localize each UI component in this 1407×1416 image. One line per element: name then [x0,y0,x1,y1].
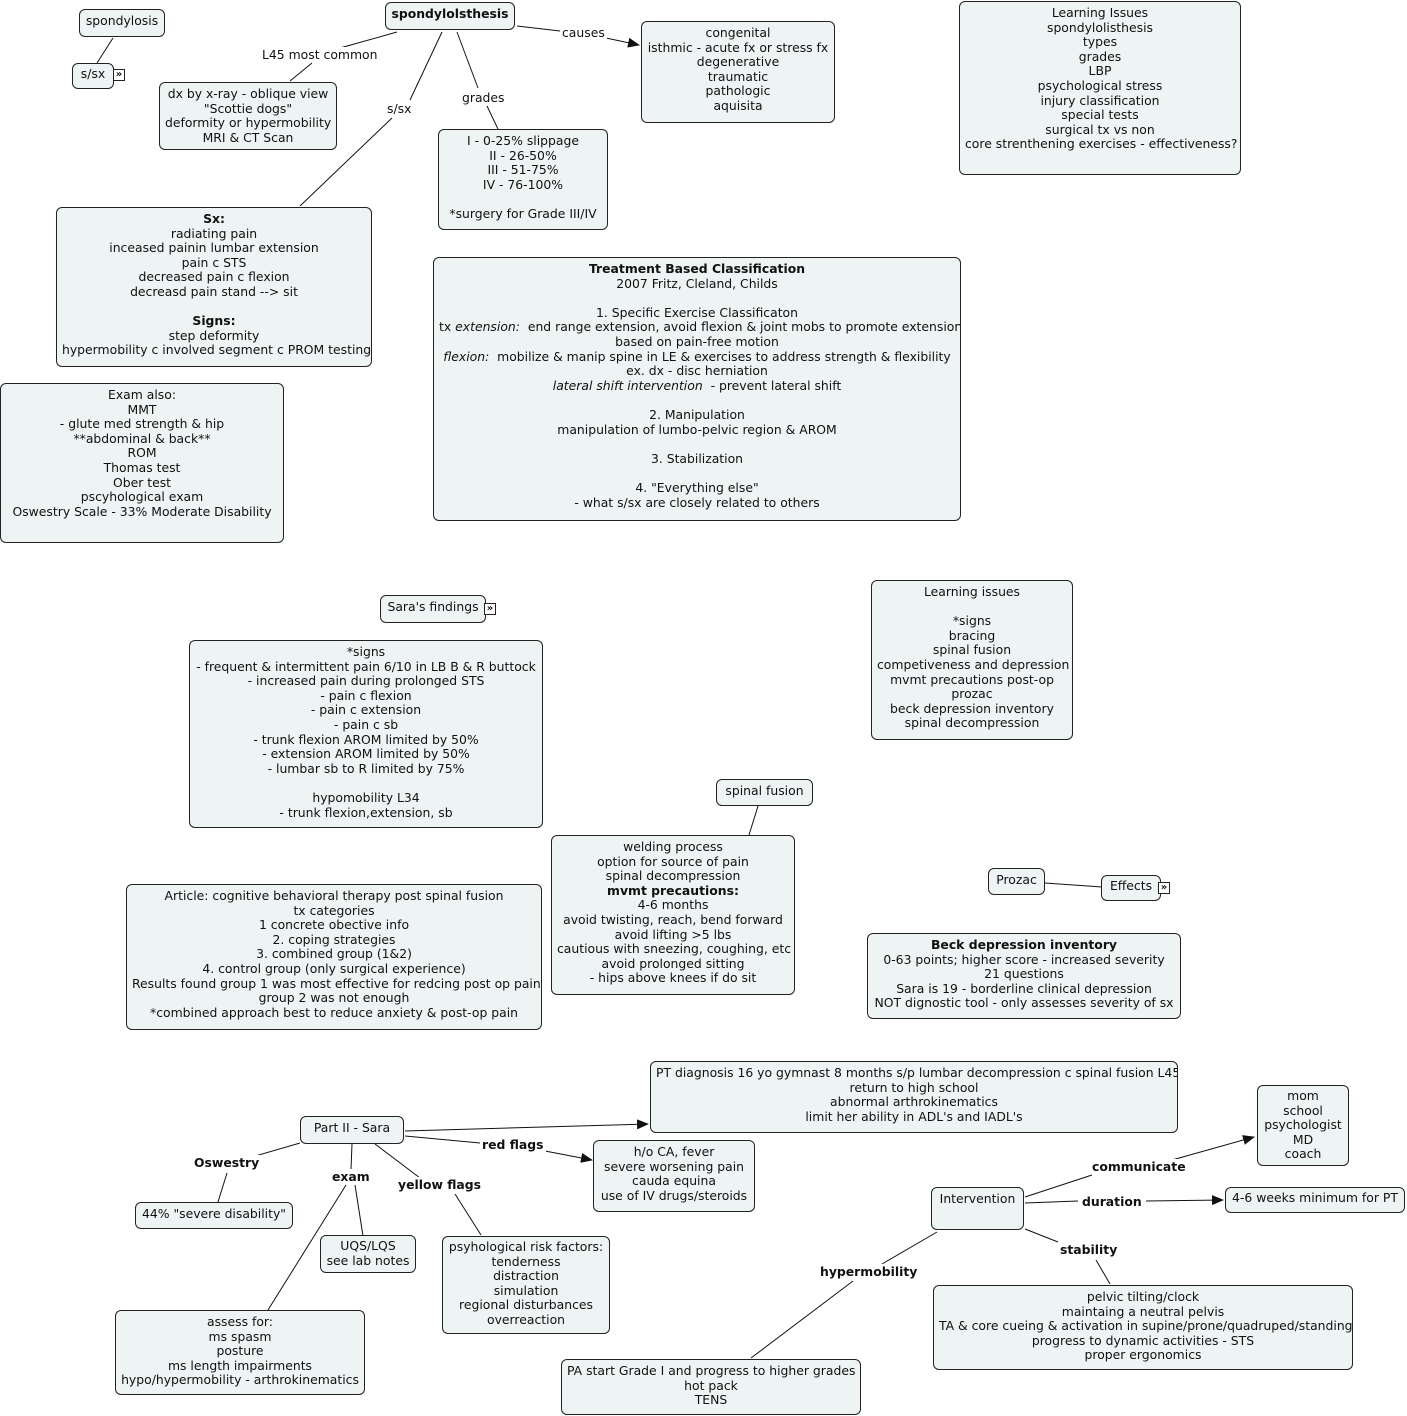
uqs-lqs-node[interactable]: UQS/LQS see lab notes [320,1235,416,1273]
beck-inventory-node[interactable]: Beck depression inventory 0-63 points; h… [867,933,1181,1019]
link-int-hyper [881,1231,938,1265]
expand-double-chevron-icon[interactable]: » [1158,882,1170,894]
prozac-node[interactable]: Prozac [988,868,1045,895]
link-part2-redflags-label [404,1135,481,1144]
link-spondy-l45 [339,31,398,49]
link-redflags-box [544,1150,593,1163]
spinal-fusion-node[interactable]: spinal fusion [716,779,813,806]
red-flags-node[interactable]: h/o CA, fever severe worsening pain caud… [593,1140,755,1212]
link-spondylosis-ssx [96,37,114,64]
label-hypermobility: hypermobility [818,1264,920,1279]
spondylosis-node[interactable]: spondylosis [79,9,165,37]
oswestry-result-node[interactable]: 44% "severe disability" [135,1202,293,1229]
article-node[interactable]: Article: cognitive behavioral therapy po… [126,884,542,1030]
link-yellow-box [454,1193,482,1236]
link-exam-uqs [354,1184,364,1237]
effects-node[interactable]: Effects [1101,875,1161,901]
link-exam-assess [267,1184,347,1311]
s-sx-node[interactable]: s/sx [72,63,114,89]
link-spondy-grades [456,31,479,89]
grades-node[interactable]: I - 0-25% slippage II - 26-50% III - 51-… [438,129,608,230]
dx-node[interactable]: dx by x-ray - oblique view "Scottie dogs… [159,82,337,150]
assess-for-node[interactable]: assess for: ms spasm posture ms length i… [115,1310,365,1395]
saras-findings-node[interactable]: Sara's findings [380,595,486,623]
label-grades: grades [460,90,507,105]
link-causes-box [605,37,640,48]
label-causes: causes [560,25,607,40]
label-duration: duration [1080,1194,1144,1209]
link-spondy-causes [516,25,561,32]
pa-grades-node[interactable]: PA start Grade I and progress to higher … [561,1359,861,1415]
link-duration-box [1145,1195,1224,1206]
part-two-sara-node[interactable]: Part II - Sara [300,1116,404,1144]
treatment-classification-node[interactable]: Treatment Based Classification 2007 Frit… [433,257,961,521]
link-int-stability [1024,1228,1059,1243]
link-part2-yellow [374,1143,421,1179]
label-oswestry: Oswestry [192,1155,262,1170]
link-oswestry-box [217,1172,228,1203]
duration-node[interactable]: 4-6 weeks minimum for PT [1225,1187,1405,1213]
label-l45-most-common: L45 most common [260,47,380,62]
label-red-flags: red flags [480,1137,546,1152]
label-s-sx: s/sx [385,101,414,116]
link-l45-dx [289,62,313,82]
intervention-node[interactable]: Intervention [931,1187,1024,1230]
fusion-details-node[interactable]: welding process option for source of pai… [551,835,795,995]
learning-issues-1-node[interactable]: Learning Issues spondylolisthesis types … [959,1,1241,175]
link-spondy-ssx-label [409,31,443,101]
stability-node[interactable]: pelvic tilting/clock maintaing a neutral… [933,1285,1353,1370]
link-fusion-box [748,805,759,836]
link-part2-oswestry [251,1142,301,1158]
spondylolisthesis-node[interactable]: spondylolsthesis [385,2,515,30]
link-int-communicate [1024,1174,1093,1198]
communicate-node[interactable]: mom school psychologist MD coach [1257,1085,1349,1166]
link-communicate-box [1171,1135,1255,1161]
expand-double-chevron-icon[interactable]: » [484,603,496,615]
causes-node[interactable]: congenital isthmic - acute fx or stress … [641,21,835,123]
yellow-flags-node[interactable]: psyhological risk factors: tenderness di… [442,1236,610,1334]
link-grades-box [486,105,499,130]
sx-signs-node[interactable]: Sx: radiating pain inceased painin lumba… [56,207,372,367]
link-ssx-label-box [299,117,393,207]
label-stability: stability [1058,1242,1120,1257]
label-exam: exam [330,1169,372,1184]
link-stability-box [1095,1259,1111,1285]
link-int-duration [1024,1200,1079,1204]
expand-double-chevron-icon[interactable]: » [113,69,125,81]
learning-issues-2-node[interactable]: Learning issues *signs bracing spinal fu… [871,580,1073,740]
label-yellow-flags: yellow flags [396,1177,484,1192]
sara-signs-node[interactable]: *signs - frequent & intermittent pain 6/… [189,640,543,828]
link-part2-ptdx [404,1119,649,1132]
pt-diagnosis-node[interactable]: PT diagnosis 16 yo gymnast 8 months s/p … [650,1061,1178,1133]
exam-also-node[interactable]: Exam also: MMT - glute med strength & hi… [0,383,284,543]
link-part2-exam [350,1143,353,1170]
link-hyper-pa [750,1280,854,1359]
label-communicate: communicate [1090,1159,1188,1174]
link-prozac-effects [1044,882,1103,888]
